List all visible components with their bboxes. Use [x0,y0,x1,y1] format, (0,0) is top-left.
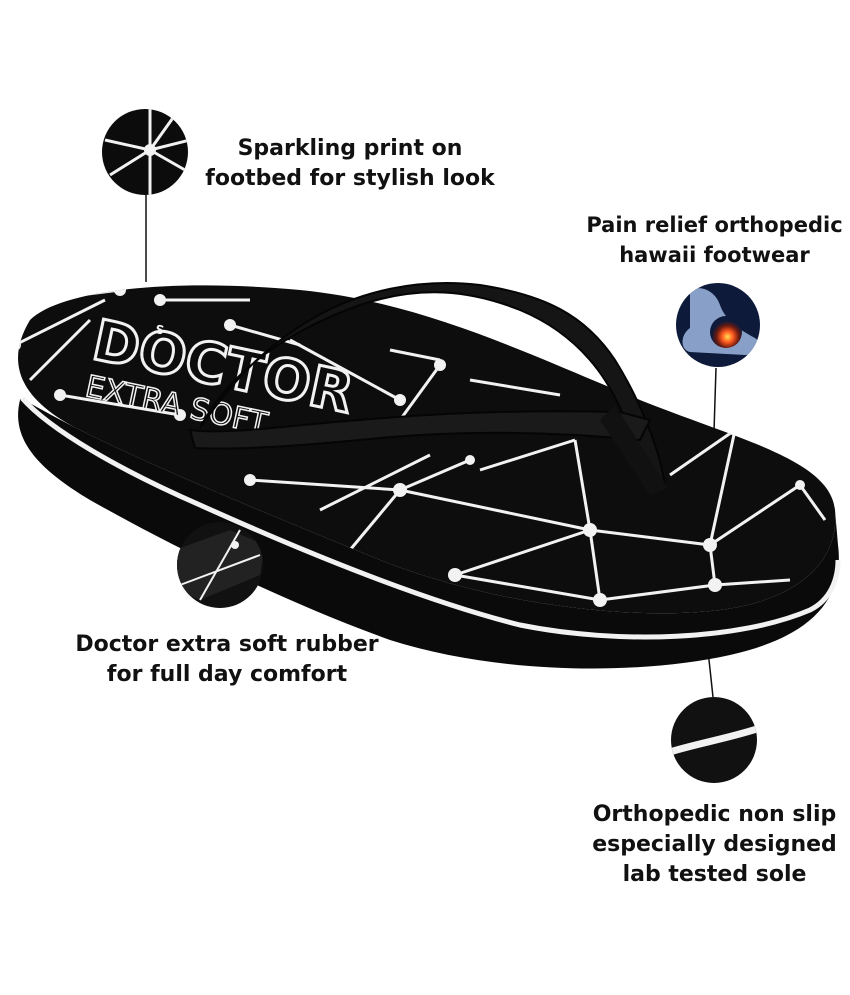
callout-sole: Orthopedic non slip especially designed … [572,800,850,890]
callout-sole-line2: especially designed [592,832,837,857]
footbed-geometric-print [18,288,827,602]
callout-print-line2: footbed for stylish look [205,166,495,191]
callout-relief: Pain relief orthopedic hawaii footwear [572,210,850,270]
sole-base [18,399,839,669]
flip-flop: DOCTOR EXTRA SOFT S [18,282,841,669]
rubber-detail-icon [177,522,263,608]
toe-post [600,405,668,495]
callout-rubber-line2: for full day comfort [106,662,348,687]
print-detail-icon [102,109,188,195]
footbed-print-dots [18,285,805,607]
sole-detail-icon [671,697,757,783]
callout-rubber: Doctor extra soft rubber for full day co… [62,630,392,690]
footbed [18,285,836,614]
connector-line [713,367,717,433]
sole-white-stripe [20,396,841,640]
callout-rubber-line1: Doctor extra soft rubber [75,632,379,657]
callout-sole-line1: Orthopedic non slip [592,802,837,827]
strap-front [188,410,652,450]
size-mark: S [154,322,165,337]
callout-print-line1: Sparkling print on [237,136,463,161]
callout-sole-line3: lab tested sole [622,862,807,887]
strap [199,282,667,489]
callout-relief-line2: hawaii footwear [619,243,810,267]
callout-relief-line1: Pain relief orthopedic [586,213,843,237]
callout-print: Sparkling print on footbed for stylish l… [200,134,500,194]
foot-pain-icon [676,283,760,367]
